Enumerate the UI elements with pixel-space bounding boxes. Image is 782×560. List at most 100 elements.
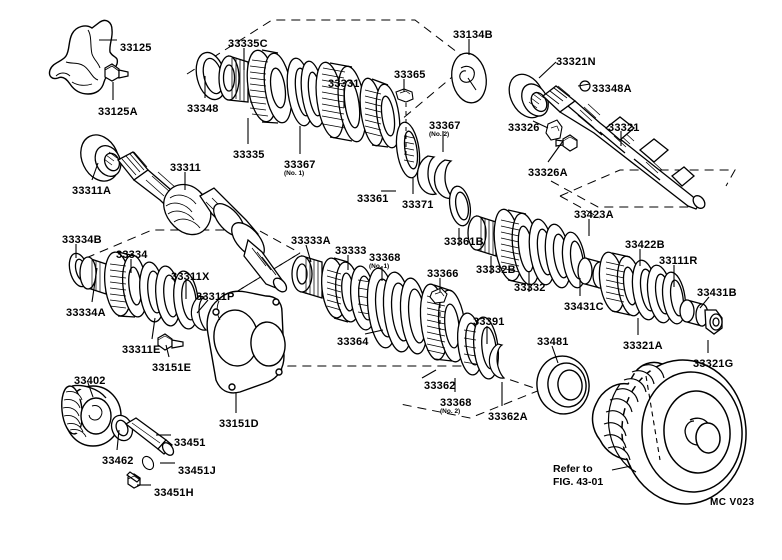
part-number-text: 33326 [508,122,540,134]
part-number-text: 33371 [402,199,434,211]
part-33402-gear [61,384,122,447]
drawing-code: MC V023 [710,497,755,508]
part-33364-gear-assembly [366,267,429,355]
part-33451H-bolt [126,471,141,489]
part-label-33334b: 33334B [62,234,102,247]
part-label-33402: 33402 [74,375,106,388]
leader-line [547,140,564,163]
part-number-text: 33367 [429,120,461,132]
part-number-subtext: (No. 1) [369,262,390,270]
part-number-text: 33326A [528,167,568,179]
part-number-text: 33151E [152,362,192,374]
part-label-33431c: 33431C [564,301,604,314]
part-label-33368: 33368(No. 2) [440,397,472,415]
leader-line [421,369,437,379]
part-label-33368: 33368(No. 1) [369,252,401,270]
part-number-text: 33311 [170,162,201,174]
part-label-33451h: 33451H [154,487,194,500]
part-label-33361: 33361 [357,193,389,206]
part-label-33311e: 33311E [122,344,161,357]
part-33321N-bearing [508,73,549,119]
part-number-text: 33134B [453,29,493,41]
part-label-33362a: 33362A [488,411,528,424]
part-label-33334a: 33334A [66,307,106,320]
part-number-text: 33451H [154,487,194,499]
part-label-33311a: 33311A [72,185,111,198]
part-number-text: 33368 [440,397,472,409]
part-33362A-snap-ring [488,343,506,379]
part-33367-no2-ring [395,121,421,179]
part-number-text: 33111R [659,255,698,267]
part-33361-ring [359,77,401,149]
part-33151D-housing [206,290,286,394]
part-number-text: 33151D [219,418,259,430]
part-number-text: 33334 [116,249,148,261]
part-33321G-nut [704,309,723,335]
part-label-33125a: 33125A [98,106,138,119]
part-label-33134b: 33134B [453,29,493,42]
part-number-text: 33321N [556,56,596,68]
part-label-33348: 33348 [187,103,219,116]
part-33334A-hub [79,256,107,295]
part-label-33365: 33365 [394,69,426,82]
part-number-text: 33332B [476,264,516,276]
part-number-text: 33348A [592,83,632,95]
part-label-33151e: 33151E [152,362,192,375]
part-label-33332b: 33332B [476,264,516,277]
part-number-subtext: (No. 2) [429,130,450,138]
part-33151E-bolt [157,333,184,351]
part-label-33332: 33332 [514,282,546,295]
part-number-text: 33362 [424,380,456,392]
part-label-33125: 33125 [120,42,152,55]
part-label-33423a: 33423A [574,209,614,222]
part-number-text: 33311P [196,291,235,303]
part-33481-washer [536,355,590,415]
part-label-33321a: 33321A [623,340,663,353]
part-33366-key [429,287,448,304]
leader-line [699,296,710,309]
part-label-33326a: 33326A [528,167,568,180]
refer-note-line1: Refer to [553,463,593,475]
part-33321-output-shaft [541,85,706,210]
part-label-33422b: 33422B [625,239,665,252]
part-label-33335c: 33335C [228,38,268,51]
part-label-33333: 33333 [335,245,367,258]
part-33125A-bolt [104,63,129,82]
part-33371-snap-ring [416,155,455,200]
part-33332B-hub [467,215,497,257]
group-boundary-right-shaft [559,169,736,219]
part-number-text: 33431B [697,287,737,299]
part-33311A-bearing [80,134,122,182]
part-label-33321: 33321 [608,122,640,135]
part-number-text: 33332 [514,282,546,294]
part-number-text: 33335 [233,149,265,161]
part-label-33335: 33335 [233,149,265,162]
part-number-text: 33462 [102,455,134,467]
part-number-text: 33125A [98,106,138,118]
leader-line [538,61,557,79]
part-33326A-bolt [555,134,578,152]
part-33311-input-shaft [117,151,288,293]
leader-line [577,83,591,87]
part-label-33364: 33364 [337,336,369,349]
part-number-text: 33451 [174,437,206,449]
part-label-33451j: 33451J [178,465,216,478]
part-label-33333a: 33333A [291,235,331,248]
part-label-33361b: 33361B [444,236,484,249]
part-33326-key [545,119,563,141]
refer-note-line2: FIG. 43-01 [553,476,604,489]
leader-line [364,329,384,335]
part-number-text: 33333 [335,245,367,257]
part-33348A-snap-ring [579,80,591,92]
part-label-33367: 33367(No. 1) [284,159,316,177]
part-33134B-seal [451,52,487,104]
group-boundary-shaft-lower [550,180,700,208]
leader-line [91,267,98,303]
part-number-text: 33431C [564,301,604,313]
part-number-text: 33402 [74,375,106,387]
part-number-text: 33361 [357,193,389,205]
leader-line [151,317,156,340]
part-33335-sleeve [246,49,293,124]
part-label-33371: 33371 [402,199,434,212]
